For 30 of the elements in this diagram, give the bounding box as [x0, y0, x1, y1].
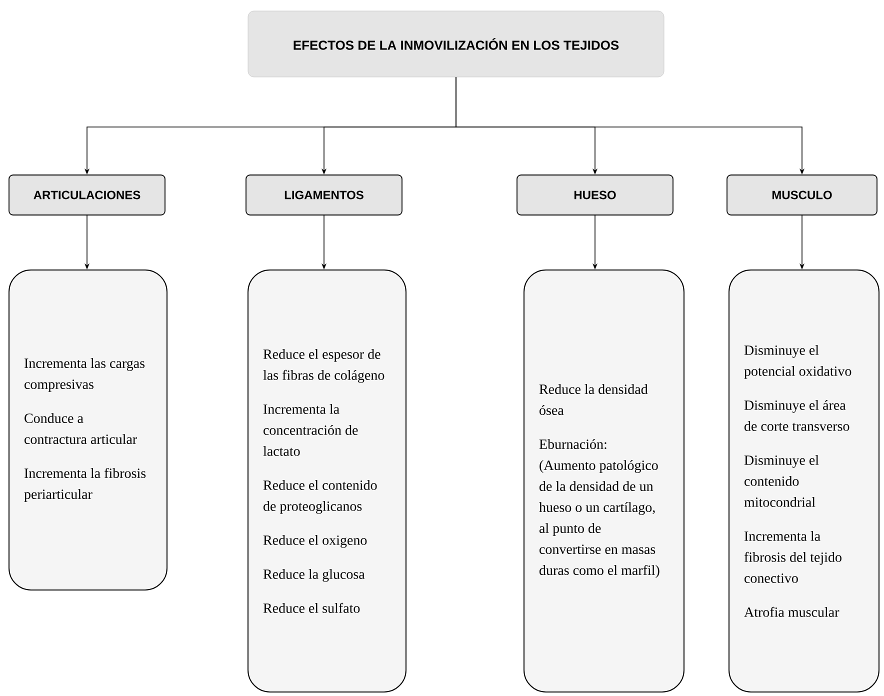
effect-box: [524, 269, 684, 692]
effect-text: Incrementa la fibrosis del tejido conectivo: [744, 531, 842, 583]
effect-text: Disminuye el potencial oxidativo: [744, 345, 852, 379]
heading-text: HUESO: [574, 190, 616, 200]
effect-text: Incrementa la concentración de lactato: [263, 404, 358, 456]
category-box: [8, 174, 166, 216]
effect-text: Reduce el sulfato: [263, 602, 360, 613]
effect-text: Incrementa las cargas compresivas: [24, 358, 145, 392]
heading-text: LIGAMENTOS: [284, 190, 364, 200]
effect-text: Disminuye el contenido mitocondrial: [744, 455, 819, 507]
heading-text: EFECTOS DE LA INMOVILIZACIÓN EN LOS TEJIDOS: [294, 38, 619, 50]
effect-text: Reduce el espesor de las fibras de colágeno: [263, 349, 384, 383]
heading-text: MUSCULO: [772, 190, 832, 200]
effect-text: Reduce el contenido de proteoglicanos: [263, 480, 377, 514]
effect-text: Eburnación: (Aumento patológico de la densidad de un hueso o un cartílago, al punto de convertirse en masas duras como el marfil): [539, 439, 660, 578]
category-box: [246, 174, 402, 216]
effect-text: Reduce la glucosa: [263, 569, 365, 582]
effect-text: Reduce el oxigeno: [263, 535, 367, 548]
effect-box: [8, 269, 168, 590]
effect-text: Disminuye el área de corte transverso: [744, 400, 850, 431]
effect-box: [248, 269, 406, 692]
category-box: [726, 174, 878, 216]
effect-text: Reduce la densidad ósea: [539, 384, 648, 415]
effect-text: Atrofia muscular: [744, 606, 840, 617]
category-box: [516, 174, 674, 216]
effect-text: Incrementa la fibrosis periarticular: [24, 468, 146, 502]
effect-box: [728, 269, 880, 692]
title-box: [248, 10, 664, 78]
effect-text: Conduce a contractura articular: [24, 413, 138, 444]
heading-text: ARTICULACIONES: [34, 190, 140, 200]
